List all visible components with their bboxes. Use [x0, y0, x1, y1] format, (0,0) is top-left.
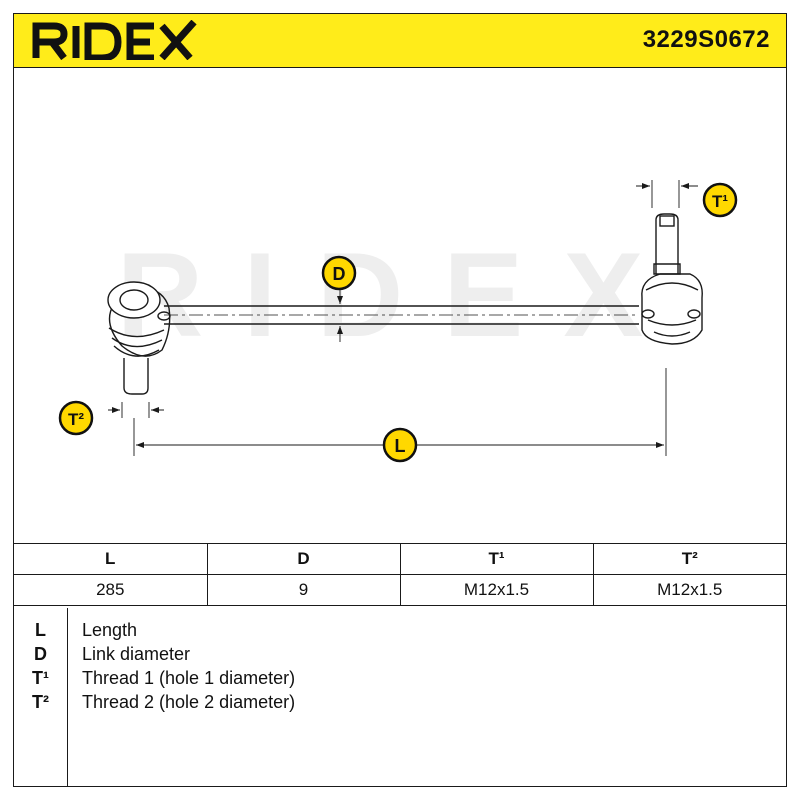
callout-t1: T¹: [702, 182, 738, 218]
svg-text:T²: T²: [68, 410, 84, 429]
spec-header-length: L: [14, 543, 208, 575]
legend-symbol: T²: [32, 692, 49, 712]
legend-item: D Link diameter: [14, 644, 786, 668]
ridex-logo: [32, 20, 197, 60]
spec-header-thread1: T¹: [399, 543, 594, 575]
spec-header-diameter: D: [206, 543, 401, 575]
left-ball-joint: [107, 281, 171, 395]
legend-divider: [67, 608, 68, 786]
legend-description: Link diameter: [82, 644, 191, 664]
legend-symbol: L: [35, 620, 46, 640]
svg-text:D: D: [333, 264, 346, 284]
spec-value-row: 285 9 M12x1.5 M12x1.5: [14, 574, 786, 606]
header-bar: 3229S0672: [14, 14, 786, 68]
legend-symbol: T¹: [32, 668, 49, 688]
legend-description: Thread 1 (hole 1 diameter): [82, 668, 296, 688]
svg-text:T¹: T¹: [712, 192, 728, 211]
spec-value-diameter: 9: [206, 574, 401, 606]
link-rod: [164, 305, 639, 325]
spec-value-length: 285: [14, 574, 208, 606]
part-number: 3229S0672: [642, 26, 770, 53]
product-sheet: 3229S0672 RIDEX: [13, 13, 787, 787]
right-ball-joint: [641, 213, 703, 345]
technical-drawing: RIDEX: [14, 68, 786, 544]
spec-value-thread1: M12x1.5: [399, 574, 594, 606]
spec-header-row: L D T¹ T²: [14, 543, 786, 575]
legend-item: L Length: [14, 620, 786, 644]
spec-value-thread2: M12x1.5: [592, 574, 786, 606]
watermark: RIDEX: [117, 228, 684, 362]
legend-item: T² Thread 2 (hole 2 diameter): [14, 692, 786, 716]
callout-l: L: [382, 427, 418, 463]
callout-d: D: [321, 255, 357, 291]
spec-header-thread2: T²: [592, 543, 786, 575]
stabilizer-link-diagram: RIDEX: [58, 180, 738, 463]
callout-t2: T²: [58, 400, 94, 436]
legend-item: T¹ Thread 1 (hole 1 diameter): [14, 668, 786, 692]
legend-description: Length: [82, 620, 138, 640]
legend-description: Thread 2 (hole 2 diameter): [82, 692, 296, 712]
legend-symbol: D: [34, 644, 47, 664]
svg-text:L: L: [395, 436, 406, 456]
specification-table: L D T¹ T² 285 9 M12x1.5 M12x1.5: [14, 543, 786, 606]
legend: L Length D Link diameter T¹ Thread 1 (ho…: [14, 608, 786, 786]
